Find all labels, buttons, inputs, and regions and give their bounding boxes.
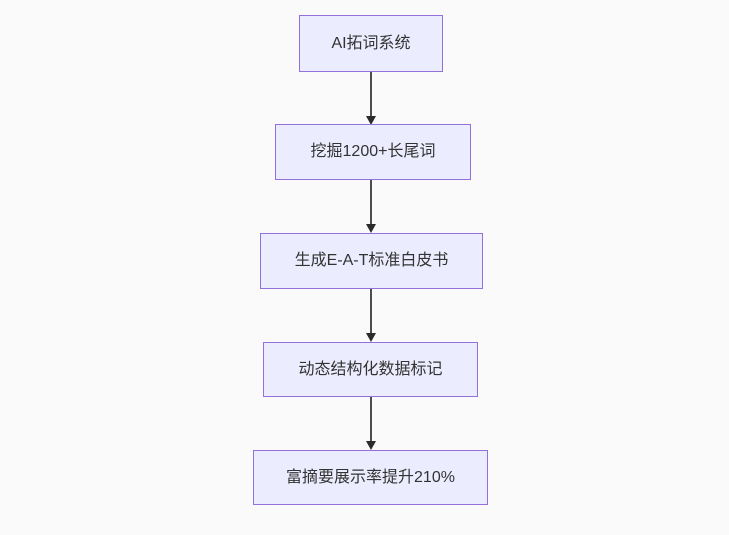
- flowchart-node-eat-whitepaper: 生成E-A-T标准白皮书: [260, 233, 483, 289]
- flow-edge-d-e: [366, 397, 376, 450]
- edge-line: [370, 397, 372, 442]
- arrowhead-down-icon: [366, 224, 376, 233]
- node-label: AI拓词系统: [331, 34, 411, 52]
- flowchart-node-rich-snippet-result: 富摘要展示率提升210%: [253, 450, 488, 505]
- flowchart-node-longtail-mining: 挖掘1200+长尾词: [275, 124, 471, 180]
- flowchart-node-ai-word-expansion: AI拓词系统: [299, 15, 443, 72]
- node-label: 富摘要展示率提升210%: [286, 468, 455, 486]
- edge-line: [370, 180, 372, 225]
- flow-edge-b-c: [366, 180, 376, 233]
- node-label: 生成E-A-T标准白皮书: [294, 252, 449, 269]
- edge-line: [370, 289, 372, 334]
- flow-edge-a-b: [366, 72, 376, 125]
- flowchart-node-structured-data: 动态结构化数据标记: [263, 342, 478, 397]
- node-label: 挖掘1200+长尾词: [310, 143, 436, 160]
- arrowhead-down-icon: [366, 333, 376, 342]
- edge-line: [370, 72, 372, 117]
- arrowhead-down-icon: [366, 116, 376, 125]
- arrowhead-down-icon: [366, 441, 376, 450]
- flow-edge-c-d: [366, 289, 376, 342]
- node-label: 动态结构化数据标记: [298, 360, 443, 378]
